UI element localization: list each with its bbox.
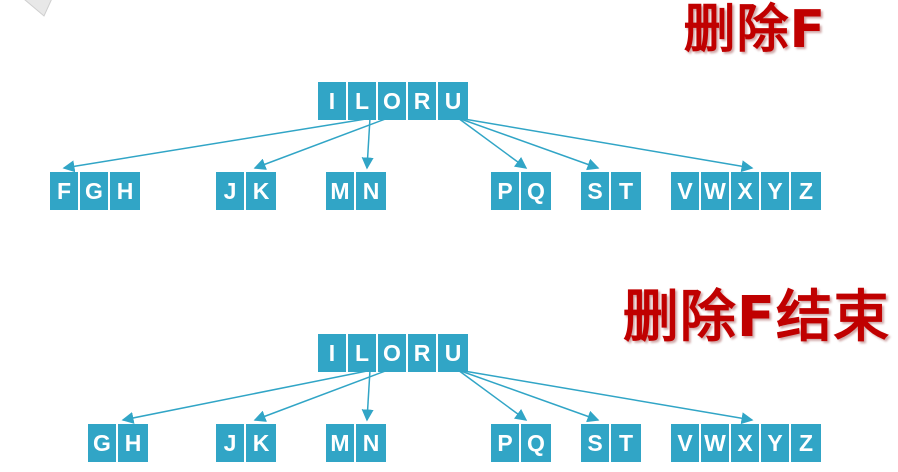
child-pointer-arrow bbox=[361, 369, 374, 422]
key-cell: V bbox=[671, 424, 701, 462]
delete-f-done-title: 删除F结束 bbox=[622, 285, 890, 350]
child-pointer-arrow bbox=[457, 369, 754, 425]
key-cell: O bbox=[378, 82, 408, 120]
key-cell: J bbox=[216, 172, 246, 210]
key-cell: M bbox=[326, 172, 356, 210]
key-cell: Z bbox=[791, 172, 821, 210]
key-cell: I bbox=[318, 334, 348, 372]
arrows-before bbox=[62, 117, 754, 173]
child-pointer-arrow bbox=[457, 117, 754, 173]
key-cell: K bbox=[246, 424, 276, 462]
child-pointer-arrow bbox=[457, 117, 600, 171]
key-cell: T bbox=[611, 424, 641, 462]
key-cell: F bbox=[50, 172, 80, 210]
key-cell: T bbox=[611, 172, 641, 210]
key-cell: R bbox=[408, 334, 438, 372]
key-cell: Z bbox=[791, 424, 821, 462]
child-pointer-arrow bbox=[457, 369, 600, 423]
key-cell: Q bbox=[521, 172, 551, 210]
page-curl-decoration bbox=[24, 0, 52, 17]
child-pointer-arrow bbox=[457, 369, 528, 421]
arrows-after bbox=[121, 369, 754, 425]
key-cell: X bbox=[731, 172, 761, 210]
key-cell: S bbox=[581, 172, 611, 210]
key-cell: V bbox=[671, 172, 701, 210]
key-cell: Q bbox=[521, 424, 551, 462]
delete-f-title: 删除F bbox=[683, 0, 826, 60]
child-pointer-arrow bbox=[361, 117, 374, 170]
key-cell: W bbox=[701, 172, 731, 210]
key-cell: N bbox=[356, 424, 386, 462]
key-cell: Y bbox=[761, 172, 791, 210]
key-cell: Y bbox=[761, 424, 791, 462]
key-cell: U bbox=[438, 334, 468, 372]
key-cell: R bbox=[408, 82, 438, 120]
key-cell: H bbox=[118, 424, 148, 462]
key-cell: I bbox=[318, 82, 348, 120]
key-cell: X bbox=[731, 424, 761, 462]
key-cell: P bbox=[491, 172, 521, 210]
key-cell: H bbox=[110, 172, 140, 210]
child-pointer-arrow bbox=[253, 117, 389, 170]
child-pointer-arrow bbox=[121, 369, 373, 424]
child-pointer-arrow bbox=[253, 369, 389, 422]
key-cell: U bbox=[438, 82, 468, 120]
key-cell: P bbox=[491, 424, 521, 462]
key-cell: J bbox=[216, 424, 246, 462]
key-cell: G bbox=[80, 172, 110, 210]
key-cell: W bbox=[701, 424, 731, 462]
key-cell: L bbox=[348, 82, 378, 120]
key-cell: G bbox=[88, 424, 118, 462]
key-cell: K bbox=[246, 172, 276, 210]
key-cell: S bbox=[581, 424, 611, 462]
child-pointer-arrow bbox=[457, 117, 528, 169]
key-cell: O bbox=[378, 334, 408, 372]
key-cell: M bbox=[326, 424, 356, 462]
key-cell: L bbox=[348, 334, 378, 372]
child-pointer-arrow bbox=[62, 117, 373, 173]
key-cell: N bbox=[356, 172, 386, 210]
